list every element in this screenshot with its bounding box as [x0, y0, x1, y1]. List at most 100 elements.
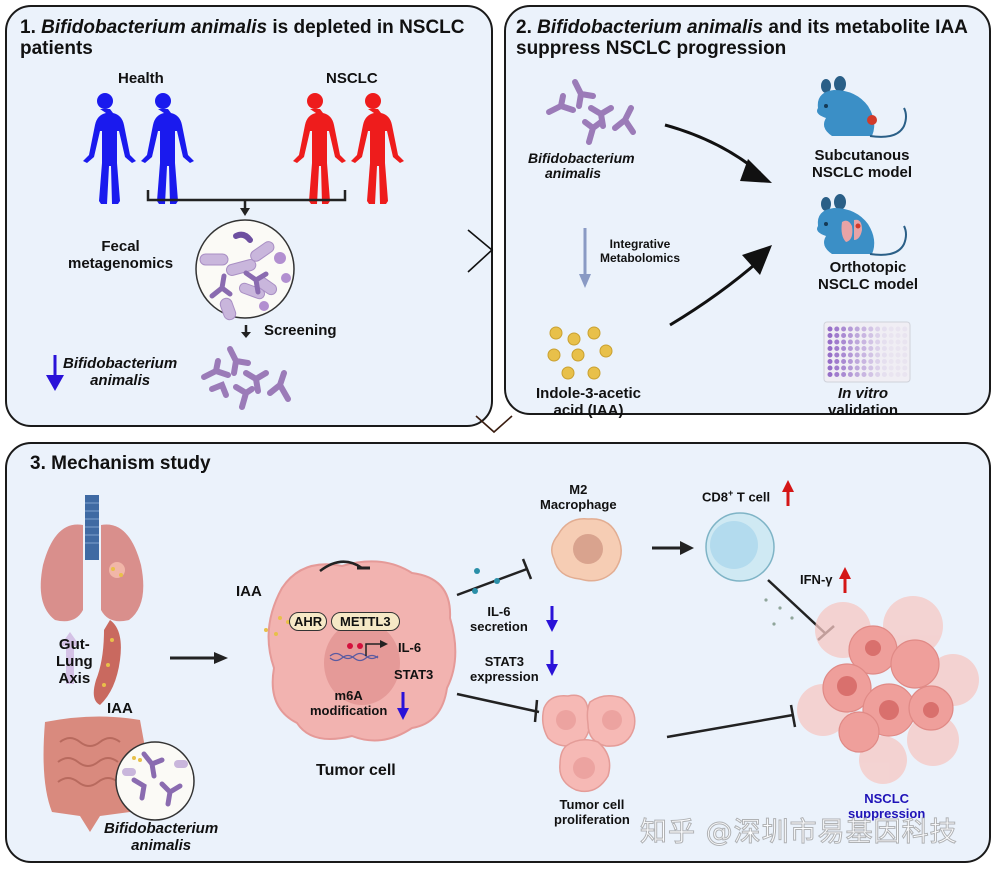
well — [875, 326, 881, 332]
inhibit-nsclc-line — [666, 704, 797, 739]
to-tumor-arrow — [170, 652, 228, 664]
well — [881, 352, 887, 358]
well — [847, 372, 853, 377]
cd8-tcell-icon — [705, 512, 775, 582]
well — [875, 339, 881, 345]
well — [895, 339, 901, 345]
nsclc-person-icon — [293, 93, 404, 204]
well — [888, 346, 894, 351]
well — [861, 372, 867, 377]
bifidobacterium-icon — [201, 346, 291, 410]
well — [875, 333, 881, 338]
well — [847, 326, 853, 332]
well — [875, 352, 881, 358]
well — [875, 346, 881, 351]
well — [827, 352, 833, 358]
well — [902, 346, 908, 351]
well — [827, 365, 833, 371]
well — [881, 339, 887, 345]
well — [868, 365, 874, 371]
stat3-decrease-arrow-icon — [546, 650, 558, 676]
tumor-cell-label: Tumor cell — [316, 762, 396, 779]
well — [847, 352, 853, 358]
well — [827, 372, 833, 377]
well — [895, 372, 901, 377]
screening-arrow — [241, 325, 251, 338]
well — [854, 326, 860, 332]
well — [895, 326, 901, 332]
il6-gene-label: IL-6 — [398, 640, 422, 655]
well — [841, 326, 847, 332]
panel1-title-number: 1. — [20, 17, 36, 38]
well — [854, 333, 860, 338]
well — [902, 333, 908, 338]
well — [834, 339, 840, 345]
well — [875, 359, 881, 364]
well — [888, 372, 894, 377]
panel1-title: 1. Bifidobacterium animalis is depleted … — [20, 17, 465, 59]
panel3-title: 3. Mechanism study — [30, 453, 211, 474]
well — [827, 359, 833, 364]
well — [875, 372, 881, 377]
decrease-arrow-icon — [46, 355, 64, 391]
well — [861, 352, 867, 358]
well — [847, 365, 853, 371]
panel1-title-line2: patients — [20, 38, 93, 59]
ifn-gamma-label: IFN-γ — [800, 572, 833, 587]
well — [847, 333, 853, 338]
watermark: 知乎 @深圳市易基因科技 — [640, 817, 958, 849]
iaa-molecules-icon — [547, 326, 613, 380]
panel-connector-right — [467, 229, 494, 273]
iaa-cell-label: IAA — [236, 583, 262, 600]
stomach-icon — [93, 620, 121, 705]
well — [841, 339, 847, 345]
well — [888, 326, 894, 332]
well — [861, 365, 867, 371]
well — [902, 359, 908, 364]
panel1-title-species: Bifidobacterium animalis — [41, 17, 268, 38]
well — [881, 372, 887, 377]
well — [841, 352, 847, 358]
panel-depletion — [5, 5, 493, 427]
well — [895, 333, 901, 338]
well — [854, 365, 860, 371]
group-health-label: Health — [118, 70, 164, 87]
group-nsclc-label: NSCLC — [326, 70, 378, 87]
well — [827, 333, 833, 338]
well — [847, 339, 853, 345]
well — [888, 333, 894, 338]
panel-connector-down — [475, 415, 513, 434]
lungs-icon — [40, 495, 144, 622]
to-tcell-arrow — [652, 541, 694, 555]
metabolomics-arrow — [579, 228, 591, 288]
well — [854, 352, 860, 358]
panel2-title: 2. Bifidobacterium animalis and its meta… — [516, 17, 968, 59]
health-person-icon — [83, 93, 194, 204]
well — [868, 339, 874, 345]
subcutaneous-mouse-icon — [817, 76, 907, 138]
orthotopic-mouse-icon — [817, 194, 907, 256]
stat3-gene-label: STAT3 — [394, 667, 434, 682]
cd8-increase-arrow-icon — [782, 480, 794, 506]
bifidobacterium-icon — [546, 79, 636, 145]
well — [834, 352, 840, 358]
well — [847, 359, 853, 364]
well — [834, 372, 840, 377]
well — [854, 359, 860, 364]
well — [861, 346, 867, 351]
well — [881, 346, 887, 351]
well — [834, 359, 840, 364]
mettl3-label: METTL3 — [331, 612, 400, 631]
ifn-increase-arrow-icon — [839, 567, 851, 593]
cd8-tcell-label: CD8+ T cell — [702, 488, 771, 505]
well — [888, 339, 894, 345]
well — [868, 346, 874, 351]
